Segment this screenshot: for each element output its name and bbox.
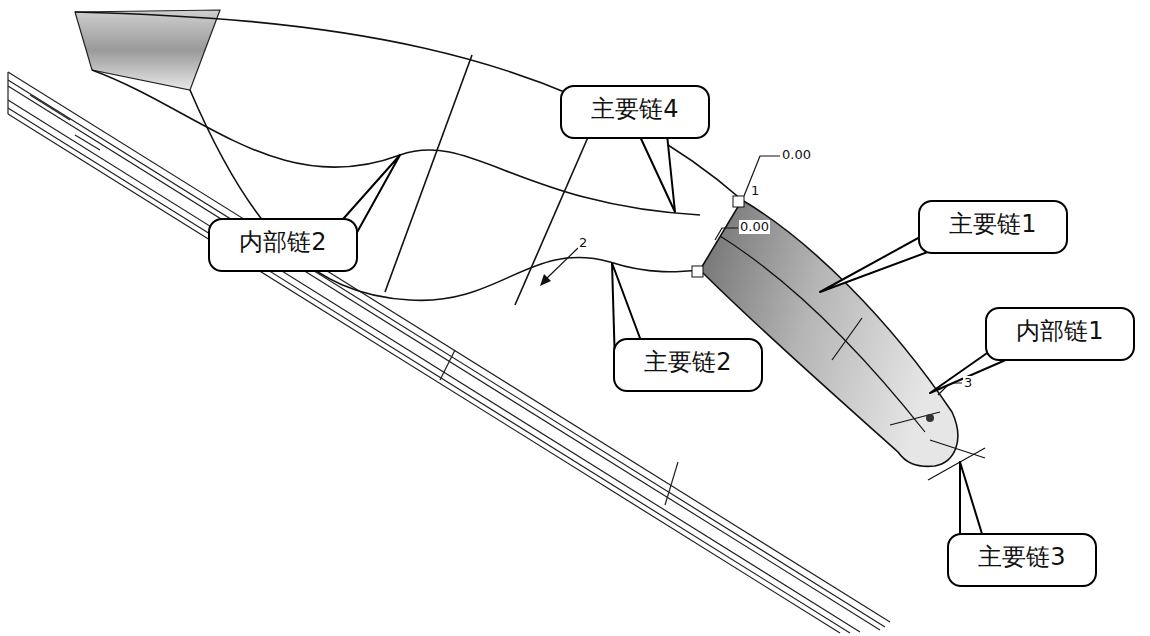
callout-bubble: 主要链1 bbox=[918, 200, 1068, 254]
dimension-label: 1 bbox=[750, 184, 760, 198]
dimension-label: 0.00 bbox=[739, 220, 770, 234]
callout-text: 主要链4 bbox=[591, 95, 678, 124]
dimension-label: 0.00 bbox=[781, 148, 812, 162]
dimension-label: 2 bbox=[578, 236, 588, 250]
callout-text: 主要链1 bbox=[949, 210, 1036, 239]
callout-text: 内部链2 bbox=[239, 228, 326, 257]
callout-text: 主要链2 bbox=[644, 348, 731, 377]
callout-bubble: 主要链2 bbox=[613, 338, 763, 392]
dimension-label: 3 bbox=[963, 376, 973, 390]
callout-bubble: 主要链3 bbox=[947, 533, 1097, 587]
callout-text: 内部链1 bbox=[1016, 317, 1103, 346]
callout-bubble: 内部链2 bbox=[208, 218, 358, 272]
callout-text: 主要链3 bbox=[978, 543, 1065, 572]
callout-bubble: 主要链4 bbox=[560, 85, 710, 139]
callout-bubble: 内部链1 bbox=[985, 307, 1135, 361]
